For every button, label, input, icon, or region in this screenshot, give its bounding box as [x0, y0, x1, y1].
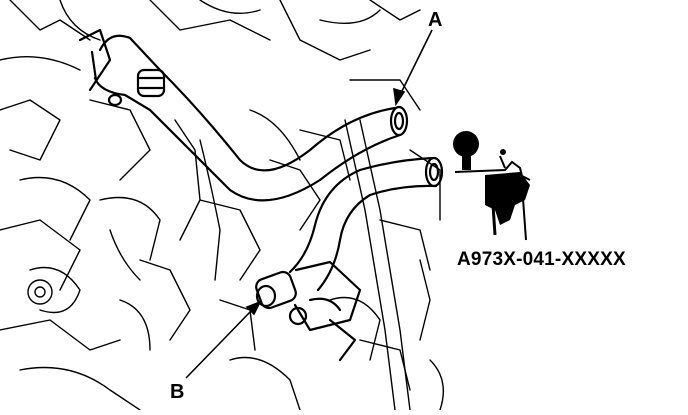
leader-arrow-b	[245, 300, 262, 316]
vacuum-pump-gauge-icon	[453, 131, 531, 241]
callout-label-a: A	[428, 9, 443, 31]
engine-background	[0, 0, 444, 411]
vacuum-hose-lower	[255, 156, 444, 362]
leader-line-b	[185, 309, 253, 379]
tool-part-number: A973X-041-XXXXX	[457, 249, 626, 270]
vacuum-hose-upper	[78, 28, 409, 202]
leader-line-a	[399, 29, 433, 96]
callout-label-b: B	[170, 381, 185, 403]
leader-arrow-a	[393, 87, 406, 107]
leader-lines	[185, 29, 433, 379]
